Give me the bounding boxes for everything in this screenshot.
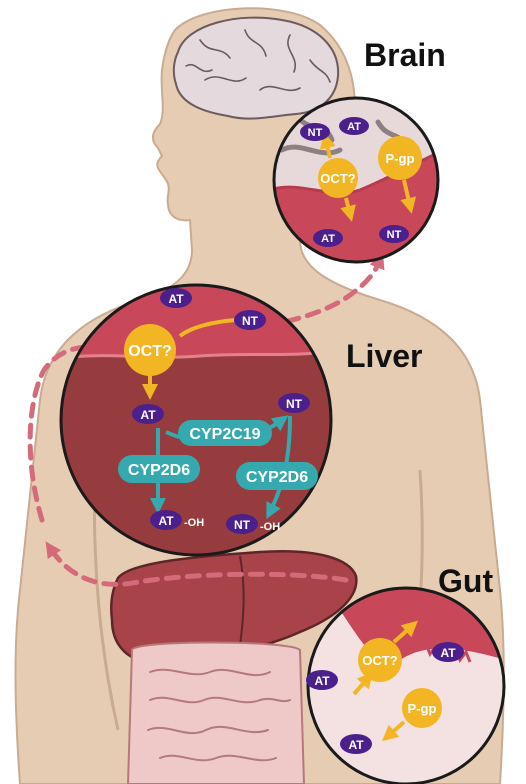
brain-nt-bottom-pill [379, 225, 409, 243]
brain-at-bottom-pill [313, 229, 343, 247]
brain-nt-top-pill [300, 123, 330, 141]
liver-at-in-label: AT [168, 292, 184, 306]
brain-pgp-transporter [378, 136, 422, 180]
gut-at-left-pill [306, 670, 338, 690]
gut-to-liver-flow [45, 541, 349, 587]
gut-region-label: Gut [438, 563, 493, 599]
liver-cyp2c19-label: CYP2C19 [189, 426, 260, 443]
gut-oct-transporter [358, 638, 402, 682]
liver-nt-in-pill [234, 310, 266, 330]
gut-at-left-label: AT [314, 674, 330, 688]
gut-at-bottom-pill [340, 734, 372, 754]
liver-nt-label: NT [286, 397, 303, 411]
liver-region-label: Liver [346, 338, 422, 374]
portal-vein-flow [27, 338, 104, 523]
brain-oct-transporter [318, 158, 358, 198]
liver-oct-label: OCT? [128, 343, 172, 360]
brain-oct-label: OCT? [320, 171, 355, 186]
liver-nt-oh-pill [226, 514, 258, 534]
liver-cyp2d6-right-enzyme [236, 462, 318, 490]
liver-nt-pill [278, 393, 310, 413]
liver-cyp2d6-left-label: CYP2D6 [128, 462, 190, 479]
liver-at-in-pill [160, 288, 192, 308]
liver-nt-in-label: NT [242, 314, 259, 328]
brain-at-bottom-label: AT [321, 233, 335, 245]
gut-pgp-transporter [402, 688, 442, 728]
liver-cyp2c19-enzyme [178, 420, 272, 446]
liver-nt-oh-suffix: -OH [260, 521, 280, 533]
liver-at-label: AT [140, 408, 156, 422]
liver-at-oh-suffix: -OH [184, 517, 204, 529]
gut-zoom-circle: OCT? P-gp AT AT AT [306, 586, 506, 784]
brain-zoom-circle: OCT? P-gp NT AT AT NT [272, 96, 440, 264]
liver-cyp2d6-right-label: CYP2D6 [246, 469, 308, 486]
intestines [126, 641, 306, 784]
brain-nt-bottom-label: NT [387, 229, 402, 241]
brain-pgp-label: P-gp [386, 151, 415, 166]
brain-at-top-pill [339, 117, 369, 135]
brain-region-label: Brain [364, 37, 446, 73]
gut-oct-label: OCT? [362, 653, 397, 668]
liver-at-pill [132, 404, 164, 424]
brain-at-top-label: AT [347, 121, 361, 133]
liver-cyp2d6-left-enzyme [118, 455, 200, 483]
gut-at-right-label: AT [440, 646, 456, 660]
gut-pgp-label: P-gp [408, 701, 437, 716]
brain-organ [172, 16, 340, 120]
liver-oct-transporter [124, 324, 176, 376]
gut-at-right-pill [432, 642, 464, 662]
liver-at-oh-pill [150, 510, 182, 530]
liver-at-oh-base: AT [158, 514, 174, 528]
brain-nt-top-label: NT [308, 127, 323, 139]
liver-nt-oh-base: NT [234, 518, 251, 532]
gut-at-bottom-label: AT [348, 738, 364, 752]
